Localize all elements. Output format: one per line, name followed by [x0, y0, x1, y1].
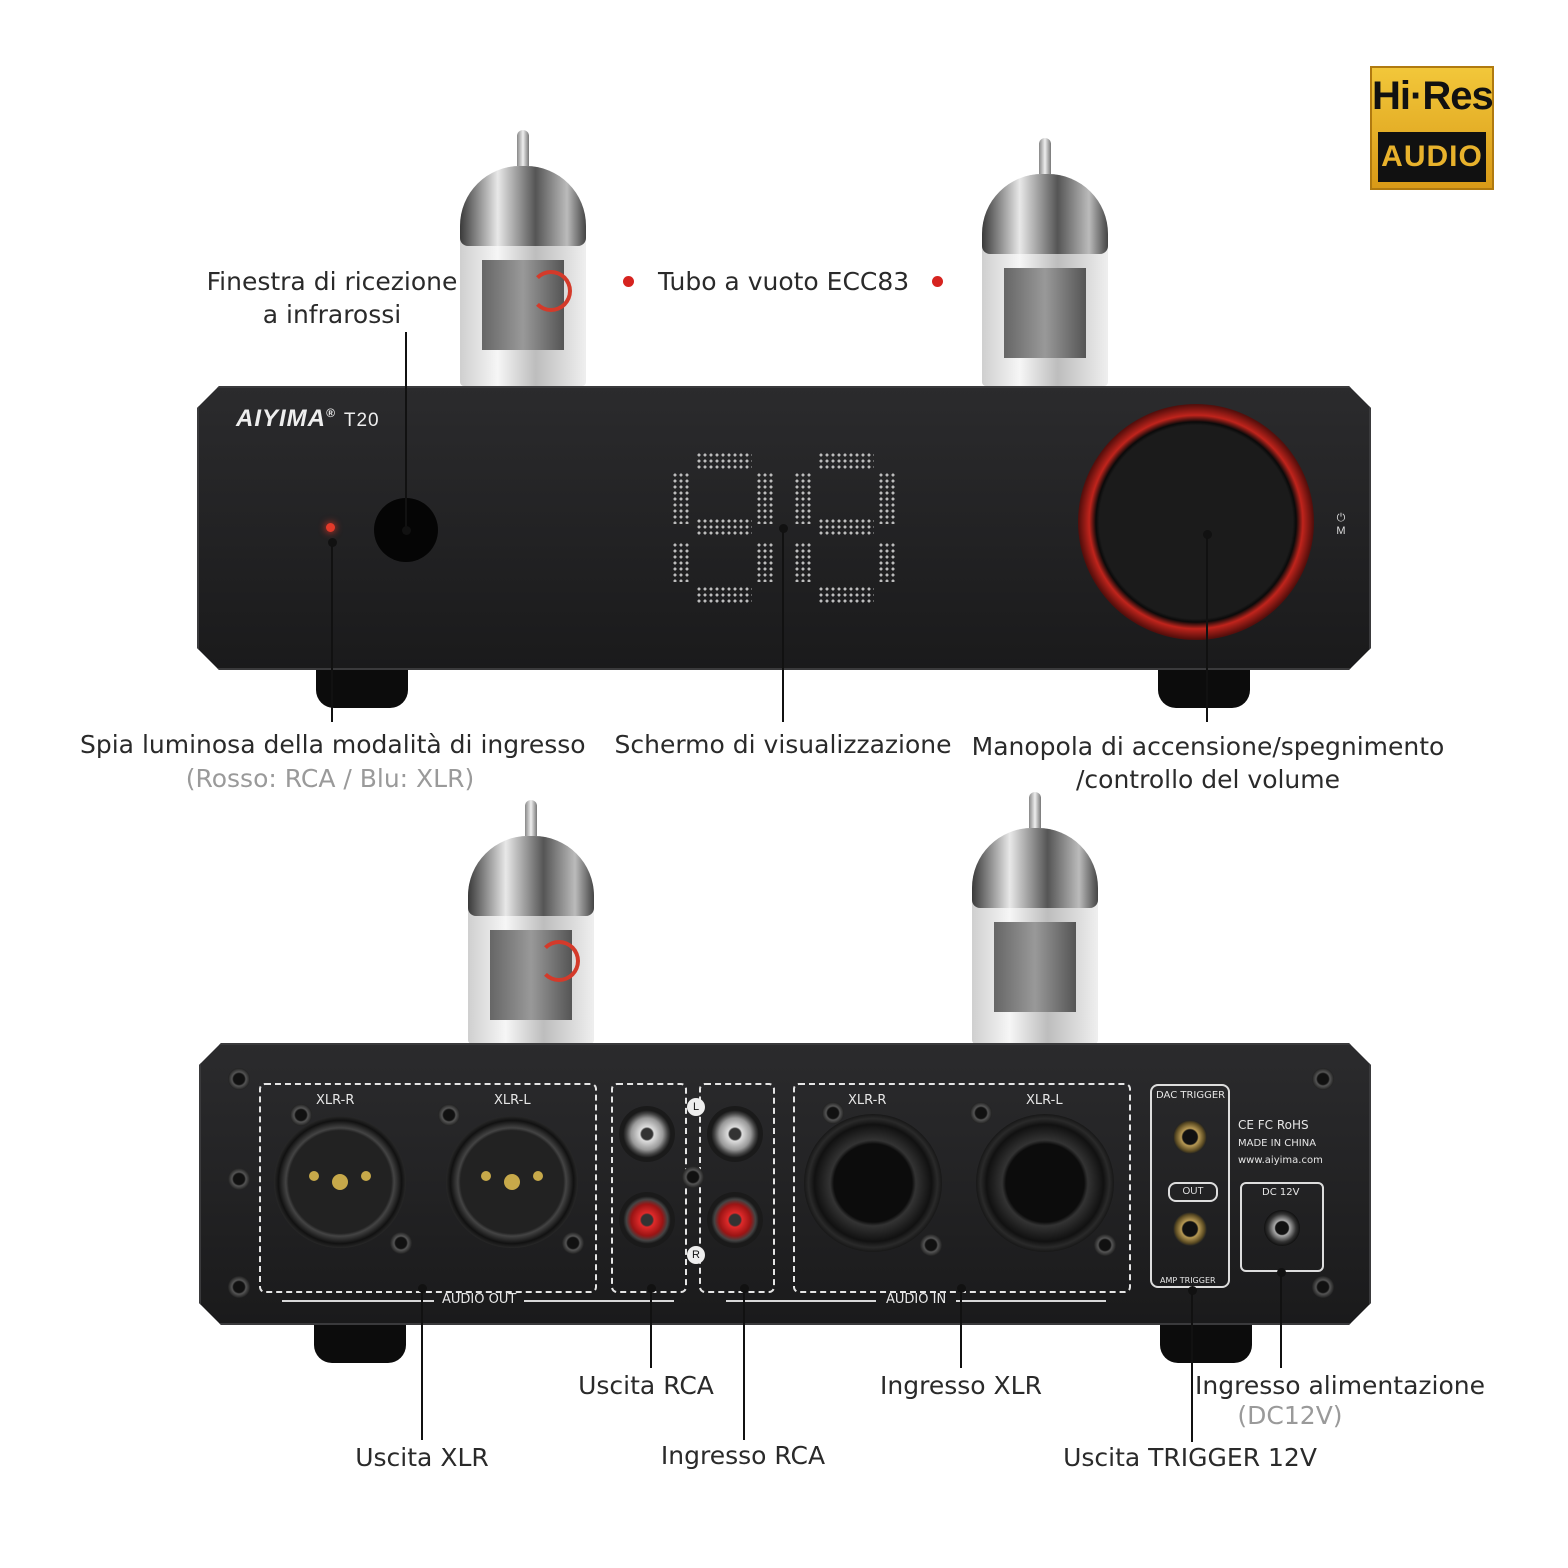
panel-screw — [228, 1168, 250, 1190]
power-leader-dot — [1277, 1268, 1286, 1277]
knob-leader-line — [1206, 534, 1208, 722]
power-in-label: Ingresso alimentazione — [1195, 1371, 1485, 1400]
input-led-label: Spia luminosa della modalità di ingresso — [80, 730, 586, 759]
panel-screw — [1312, 1276, 1334, 1298]
website-text: www.aiyima.com — [1238, 1155, 1323, 1166]
rca-in-group — [699, 1083, 775, 1293]
panel-screw — [920, 1234, 942, 1256]
rca-in-leader-dot — [740, 1284, 749, 1293]
vacuum-tube-right-front — [982, 138, 1108, 386]
badge-bottom-text: AUDIO — [1378, 132, 1486, 182]
power-in-sublabel: (DC12V) — [1237, 1401, 1343, 1430]
rca-left-marker: L — [687, 1098, 705, 1116]
xlr-in-leader-line — [960, 1288, 962, 1368]
tube-marker-left — [623, 276, 634, 287]
rca-in-r-jack[interactable] — [707, 1192, 763, 1248]
ir-leader-dot — [402, 526, 411, 535]
input-led-sublabel: (Rosso: RCA / Blu: XLR) — [185, 764, 475, 793]
audio-out-rule — [524, 1300, 674, 1302]
panel-screw — [438, 1104, 460, 1126]
trigger-leader-dot — [1188, 1286, 1197, 1295]
xlr-out-label: Uscita XLR — [355, 1443, 489, 1472]
dc12v-text: DC 12V — [1262, 1187, 1300, 1198]
vacuum-tube-left-back — [468, 800, 594, 1044]
panel-screw — [822, 1102, 844, 1124]
xlr-out-l-connector[interactable] — [446, 1116, 578, 1248]
audio-in-text: AUDIO IN — [886, 1292, 947, 1307]
panel-screw — [228, 1276, 250, 1298]
xlr-in-r-combo-jack[interactable] — [804, 1114, 942, 1252]
trigger-leader-line — [1191, 1290, 1193, 1442]
dot-matrix-display — [672, 452, 897, 604]
rca-out-label: Uscita RCA — [578, 1371, 714, 1400]
amp-trigger-jack[interactable] — [1173, 1212, 1207, 1246]
tube-label: Tubo a vuoto ECC83 — [658, 267, 910, 296]
xlr-in-leader-dot — [957, 1284, 966, 1293]
xlr-out-leader-line — [421, 1288, 423, 1440]
xlr-in-l-text: XLR-L — [1026, 1093, 1063, 1108]
tube-marker-right — [932, 276, 943, 287]
knob-label: Manopola di accensione/spegnimento/contr… — [971, 732, 1445, 794]
xlr-out-r-connector[interactable] — [274, 1116, 406, 1248]
xlr-out-group — [259, 1083, 597, 1293]
power-leader-line — [1280, 1272, 1282, 1368]
vacuum-tube-left-front — [460, 130, 586, 386]
back-foot-right — [1160, 1323, 1252, 1363]
trigger-out-label: Uscita TRIGGER 12V — [1063, 1443, 1317, 1472]
display-label: Schermo di visualizzazione — [614, 730, 952, 759]
rca-out-r-jack[interactable] — [619, 1192, 675, 1248]
led-leader-line — [331, 542, 333, 722]
display-leader-dot — [779, 524, 788, 533]
model-name: T20 — [343, 410, 380, 431]
back-foot-left — [314, 1323, 406, 1363]
amp-trigger-text: AMP TRIGGER — [1160, 1276, 1216, 1285]
knob-leader-dot — [1203, 530, 1212, 539]
made-in-text: MADE IN CHINA — [1238, 1138, 1317, 1149]
led-leader-dot — [328, 538, 337, 547]
vacuum-tube-right-back — [972, 792, 1098, 1044]
volume-power-knob[interactable] — [1078, 404, 1314, 640]
audio-in-rule — [956, 1300, 1106, 1302]
certification-marks: CE FC RoHS — [1238, 1118, 1309, 1132]
dc-power-jack[interactable] — [1264, 1210, 1300, 1246]
panel-screw — [228, 1068, 250, 1090]
panel-screw — [290, 1104, 312, 1126]
brand-logo: AIYIMA®T20 — [236, 405, 380, 432]
xlr-out-r-text: XLR-R — [316, 1093, 355, 1108]
xlr-out-leader-dot — [418, 1284, 427, 1293]
rca-out-leader-dot — [647, 1284, 656, 1293]
dac-trigger-text: DAC TRIGGER — [1156, 1090, 1226, 1101]
xlr-in-label: Ingresso XLR — [880, 1371, 1042, 1400]
rca-in-l-jack[interactable] — [707, 1106, 763, 1162]
panel-screw — [1094, 1234, 1116, 1256]
audio-out-text: AUDIO OUT — [442, 1292, 517, 1307]
xlr-in-r-text: XLR-R — [848, 1093, 887, 1108]
xlr-in-l-combo-jack[interactable] — [976, 1114, 1114, 1252]
panel-screw — [970, 1102, 992, 1124]
front-foot-left — [316, 668, 408, 708]
trigger-out-text: OUT — [1168, 1182, 1218, 1202]
rca-out-l-jack[interactable] — [619, 1106, 675, 1162]
hi-res-audio-badge: Hi·Res AUDIO — [1370, 66, 1494, 190]
rca-in-leader-line — [743, 1288, 745, 1440]
dac-trigger-jack[interactable] — [1173, 1120, 1207, 1154]
input-mode-led — [326, 523, 335, 532]
power-mode-icon: ⏻M — [1336, 512, 1346, 537]
ir-leader-line — [405, 332, 407, 530]
rca-out-leader-line — [650, 1288, 652, 1368]
audio-out-rule — [282, 1300, 434, 1302]
rca-right-marker: R — [687, 1246, 705, 1264]
audio-in-rule — [726, 1300, 876, 1302]
display-leader-line — [782, 528, 784, 722]
badge-top-text: Hi·Res — [1372, 74, 1494, 118]
ground-screw — [682, 1166, 704, 1188]
panel-screw — [562, 1232, 584, 1254]
panel-screw — [1312, 1068, 1334, 1090]
front-foot-right — [1158, 668, 1250, 708]
rca-in-label: Ingresso RCA — [660, 1441, 826, 1470]
xlr-out-l-text: XLR-L — [494, 1093, 531, 1108]
panel-screw — [390, 1232, 412, 1254]
